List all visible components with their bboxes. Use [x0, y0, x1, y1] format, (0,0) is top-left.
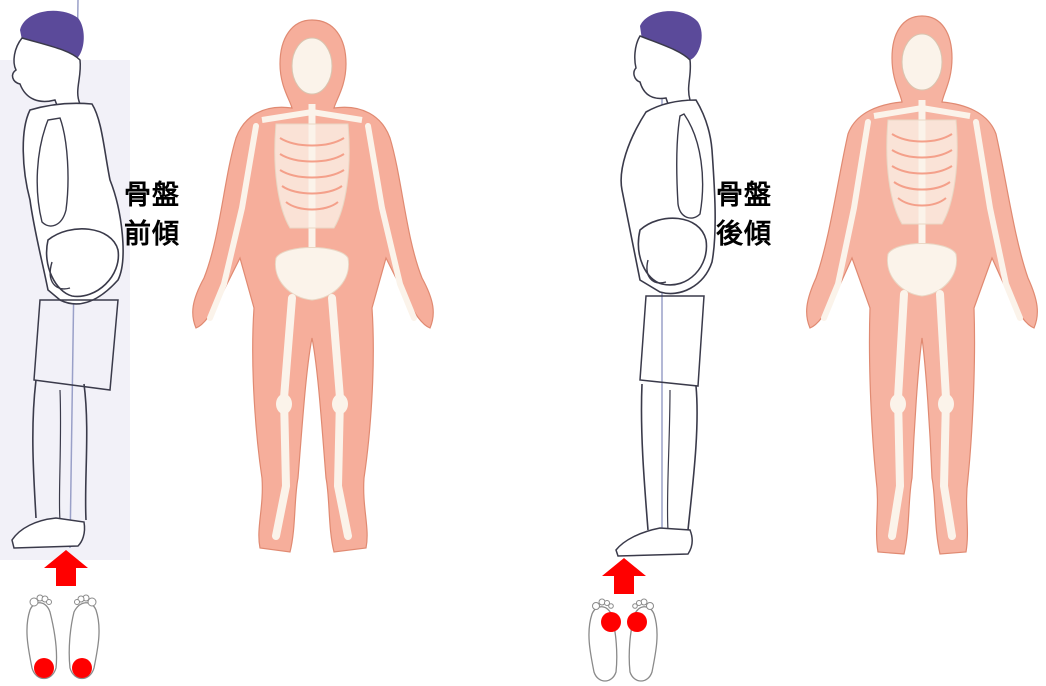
label-line-2: 後傾: [716, 215, 772, 254]
pressure-dot: [627, 612, 647, 632]
label-line-1: 骨盤: [124, 176, 180, 215]
foot-pressure-diagram-forefoot: [582, 594, 672, 686]
label-line-2: 前傾: [124, 215, 180, 254]
pressure-dot: [72, 658, 92, 678]
front-skeleton-figure-right: [790, 8, 1046, 568]
pelvis-tilt-label-right: 骨盤 後傾: [716, 176, 772, 254]
side-view-posterior-tilt-figure: [600, 0, 730, 560]
label-line-1: 骨盤: [716, 176, 772, 215]
side-view-anterior-tilt-figure: [0, 0, 135, 560]
pelvis-tilt-label-left: 骨盤 前傾: [124, 176, 180, 254]
pressure-dot: [34, 658, 54, 678]
pressure-arrow-left: [42, 550, 90, 586]
front-skeleton-figure-left: [180, 8, 445, 568]
pressure-arrow-right: [600, 558, 648, 594]
pressure-dot: [601, 612, 621, 632]
foot-pressure-diagram-heel: [18, 588, 118, 686]
